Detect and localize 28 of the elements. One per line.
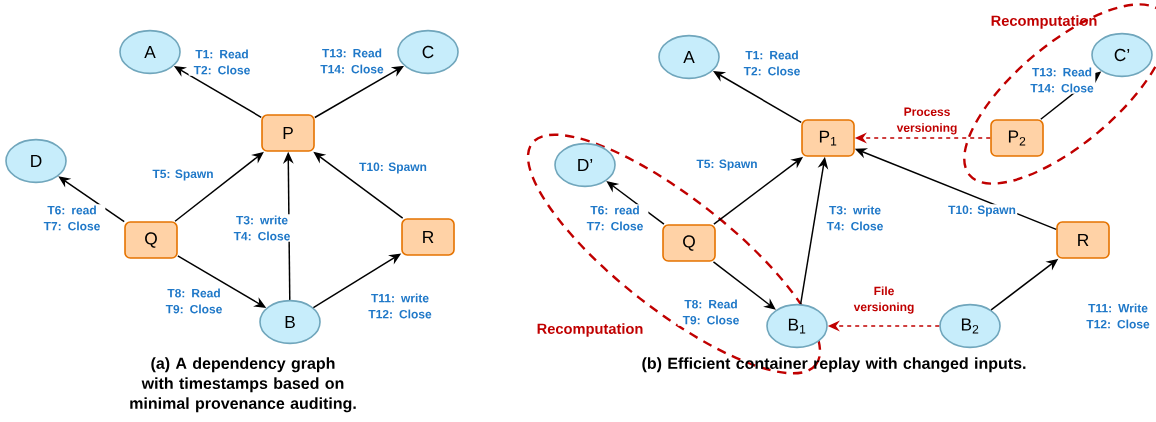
edge-label: T3: write T4: Close (821, 204, 889, 232)
process-box: P$_{2}$ (990, 119, 1044, 157)
process-box: P$_{1}$ (801, 119, 855, 157)
edge-label: T10: Spawn (357, 161, 429, 175)
edge-label: T10: Spawn (946, 204, 1018, 218)
process-box: Q (124, 221, 178, 259)
edge-label: T13: Read T14: Close (1028, 66, 1096, 94)
edge-label: T13: Read T14: Close (318, 47, 386, 75)
edge-label: T5: Spawn (151, 168, 215, 182)
edge-label: T6: read T7: Close (581, 204, 649, 232)
process-box: Q (662, 224, 716, 262)
edge-label: File versioning (850, 285, 918, 315)
process-box: R (401, 218, 455, 256)
edge-label: T1: Read T2: Close (188, 48, 256, 76)
caption: (a) A dependency graph with timestamps based on minimal provenance auditing. (130, 357, 356, 413)
process-box: P (261, 114, 315, 152)
edge-label: T11: write T12: Close (366, 292, 434, 320)
edge-label: T11: Write T12: Close (1084, 302, 1152, 330)
arrow (712, 261, 776, 310)
caption: (b) Efficient container replay with changed inputs. (642, 357, 1026, 373)
edge-label: T5: Spawn (695, 158, 759, 172)
edge-label: T8: Read T9: Close (160, 287, 228, 315)
edge-label: T3: write T4: Close (228, 214, 296, 242)
edge-label: T6: read T7: Close (38, 204, 106, 232)
edge-label: Process versioning (893, 106, 961, 136)
process-box: R (1056, 221, 1110, 259)
edge-label: T1: Read T2: Close (738, 49, 806, 77)
edge-label: T8: Read T9: Close (677, 298, 745, 326)
